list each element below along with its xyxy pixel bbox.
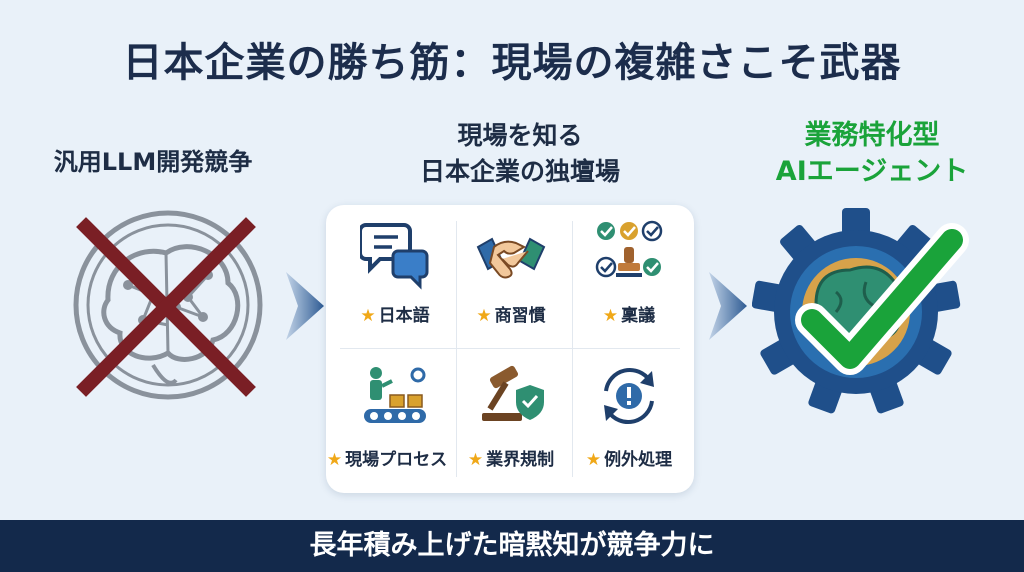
strength-label: 稟議 xyxy=(621,306,656,326)
star-icon: ★ xyxy=(467,450,484,470)
strength-item: ★現場プロセス xyxy=(327,351,456,495)
star-icon: ★ xyxy=(326,450,343,470)
strength-item: ★商習慣 xyxy=(450,207,572,351)
strength-label: 業界規制 xyxy=(486,450,555,470)
speech-bubbles-icon xyxy=(360,223,429,290)
banner-text: 長年積み上げた暗黙知が競争力に xyxy=(309,530,715,561)
right-label-line1: 業務特化型 xyxy=(804,120,940,151)
strength-label: 現場プロセス xyxy=(345,450,448,470)
strength-item: ★日本語 xyxy=(334,207,456,351)
divider xyxy=(456,221,457,477)
handshake-icon xyxy=(476,237,546,279)
strength-label: 日本語 xyxy=(378,306,430,326)
strength-label: 例外処理 xyxy=(604,450,673,470)
star-icon: ★ xyxy=(602,306,619,326)
worker-conveyor-icon xyxy=(364,367,426,423)
middle-section-label: 現場を知る 日本企業の独壇場 xyxy=(340,118,700,190)
exception-cycle-icon xyxy=(604,367,654,425)
gear-brain-checkmark-icon xyxy=(752,208,969,414)
middle-label-line1: 現場を知る xyxy=(457,121,583,150)
crossed-out-brain-globe-icon xyxy=(73,210,263,400)
strength-item: ★業界規制 xyxy=(450,351,572,495)
page-title: 日本企業の勝ち筋：現場の複雑さこそ武器 xyxy=(122,40,902,86)
divider xyxy=(572,221,573,477)
strength-item: ★例外処理 xyxy=(568,351,690,495)
star-icon: ★ xyxy=(585,450,602,470)
bottom-banner: 長年積み上げた暗黙知が競争力に xyxy=(0,520,1024,572)
right-section-label: 業務特化型 AIエージェント xyxy=(752,118,992,190)
strength-label: 商習慣 xyxy=(494,306,546,326)
strength-item: ★稟議 xyxy=(568,207,690,351)
middle-label-line2: 日本企業の独壇場 xyxy=(419,157,620,186)
arrow-right-icon xyxy=(709,272,747,340)
left-section-label: 汎用LLM開発競争 xyxy=(53,148,253,176)
right-label-line2: AIエージェント xyxy=(775,156,969,187)
star-icon: ★ xyxy=(360,306,376,326)
star-icon: ★ xyxy=(476,306,492,326)
arrow-right-icon xyxy=(286,272,324,340)
strengths-panel: ★日本語 ★商習慣 ★稟議 xyxy=(326,205,694,493)
gavel-shield-icon xyxy=(482,365,544,421)
divider xyxy=(340,348,680,349)
approval-checklist-stamp-icon xyxy=(595,220,663,278)
